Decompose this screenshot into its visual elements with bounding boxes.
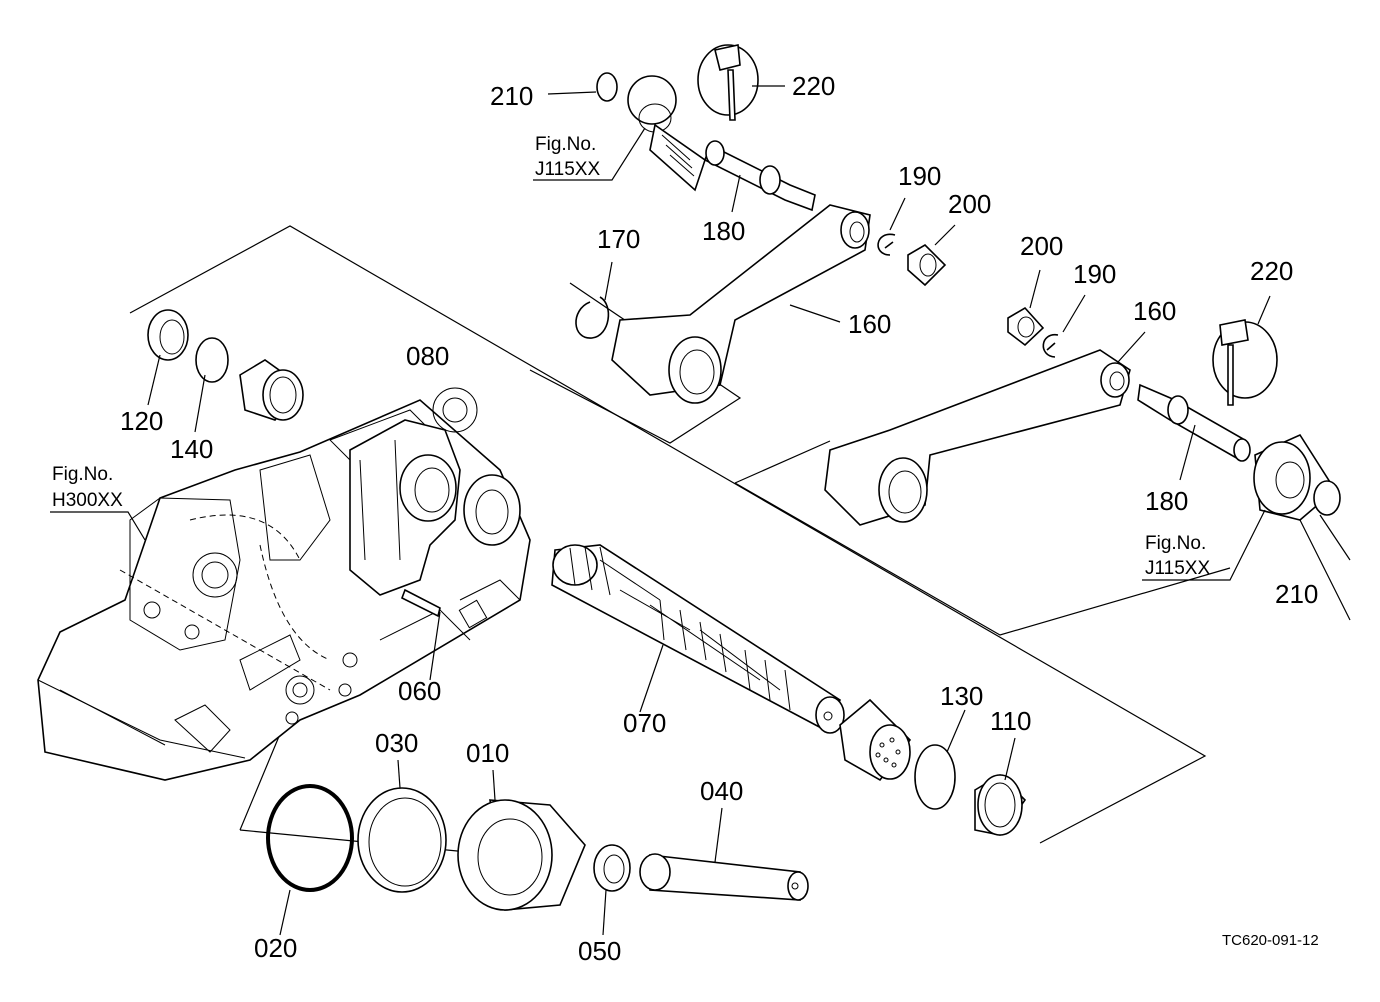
label-160-left: 160 (848, 309, 891, 339)
part-180-pin-right (1137, 383, 1251, 481)
label-180-right: 180 (1145, 486, 1188, 516)
part-210-washer-top (596, 72, 618, 102)
label-210-right: 210 (1275, 579, 1318, 609)
label-220-top: 220 (792, 71, 835, 101)
part-060-pin (400, 588, 441, 681)
part-200-nut-right (1007, 269, 1045, 347)
label-220-right: 220 (1250, 256, 1293, 286)
part-120-bushing (147, 309, 189, 406)
part-160-lift-arm-right (824, 331, 1146, 526)
label-200-top: 200 (948, 189, 991, 219)
part-filter-plug (839, 698, 912, 782)
label-040: 040 (700, 776, 743, 806)
label-030: 030 (375, 728, 418, 758)
part-130-o-ring (914, 744, 956, 810)
part-220-lynch-pin-top (697, 44, 785, 121)
label-080: 080 (406, 341, 449, 371)
label-160-right: 160 (1133, 296, 1176, 326)
fig-ref-top-label: Fig.No. (535, 134, 596, 155)
label-180-top: 180 (702, 216, 745, 246)
part-200-nut-top (907, 224, 956, 287)
part-020-o-ring (266, 784, 354, 892)
label-190-right: 190 (1073, 259, 1116, 289)
label-190-top: 190 (898, 161, 941, 191)
part-010-piston (457, 769, 586, 911)
fig-ref-right-label: Fig.No. (1145, 533, 1206, 554)
part-180-pin-top (704, 140, 816, 213)
label-020: 020 (254, 933, 297, 963)
fig-ref-left-label: Fig.No. (52, 464, 113, 485)
part-210-washer-right (1313, 480, 1341, 516)
label-140: 140 (170, 434, 213, 464)
assembly-plane-left (129, 225, 1207, 844)
part-030-ring (357, 759, 447, 893)
assembly-plane-right (734, 440, 1231, 636)
part-160-lift-arm-left (611, 204, 871, 404)
ref-leader-j115-top (533, 127, 646, 181)
ref-leader-j115-right (1142, 509, 1266, 581)
label-060: 060 (398, 676, 441, 706)
fig-ref-left-code: H300XX (52, 490, 123, 511)
fig-ref-top-code: J115XX (535, 159, 600, 180)
label-170: 170 (597, 224, 640, 254)
label-050: 050 (578, 936, 621, 966)
part-070-splined-shaft (551, 544, 845, 734)
drawing-code: TC620-091-12 (1222, 932, 1319, 949)
hydraulic-housing (37, 387, 531, 781)
part-140-o-ring (195, 337, 229, 383)
label-010: 010 (466, 738, 509, 768)
label-200-right: 200 (1020, 231, 1063, 261)
part-040-rod (639, 807, 809, 901)
fig-ref-right-code: J115XX (1145, 558, 1210, 579)
part-hitch-pin-top (627, 75, 706, 192)
ref-leader-h300 (50, 511, 146, 541)
part-bushing-upper (239, 359, 304, 421)
label-130: 130 (940, 681, 983, 711)
label-070: 070 (623, 708, 666, 738)
label-110: 110 (990, 706, 1031, 736)
part-220-lynch-pin-right (1212, 295, 1278, 406)
part-190-lock-washer-right (1042, 334, 1059, 358)
part-050-seal (593, 844, 631, 936)
part-110-bushing (974, 737, 1027, 836)
label-210-top: 210 (490, 81, 533, 111)
part-080-lift-arm (349, 419, 521, 596)
part-190-lock-washer-top (877, 233, 896, 256)
part-170-snap-ring (575, 296, 610, 339)
label-120: 120 (120, 406, 163, 436)
